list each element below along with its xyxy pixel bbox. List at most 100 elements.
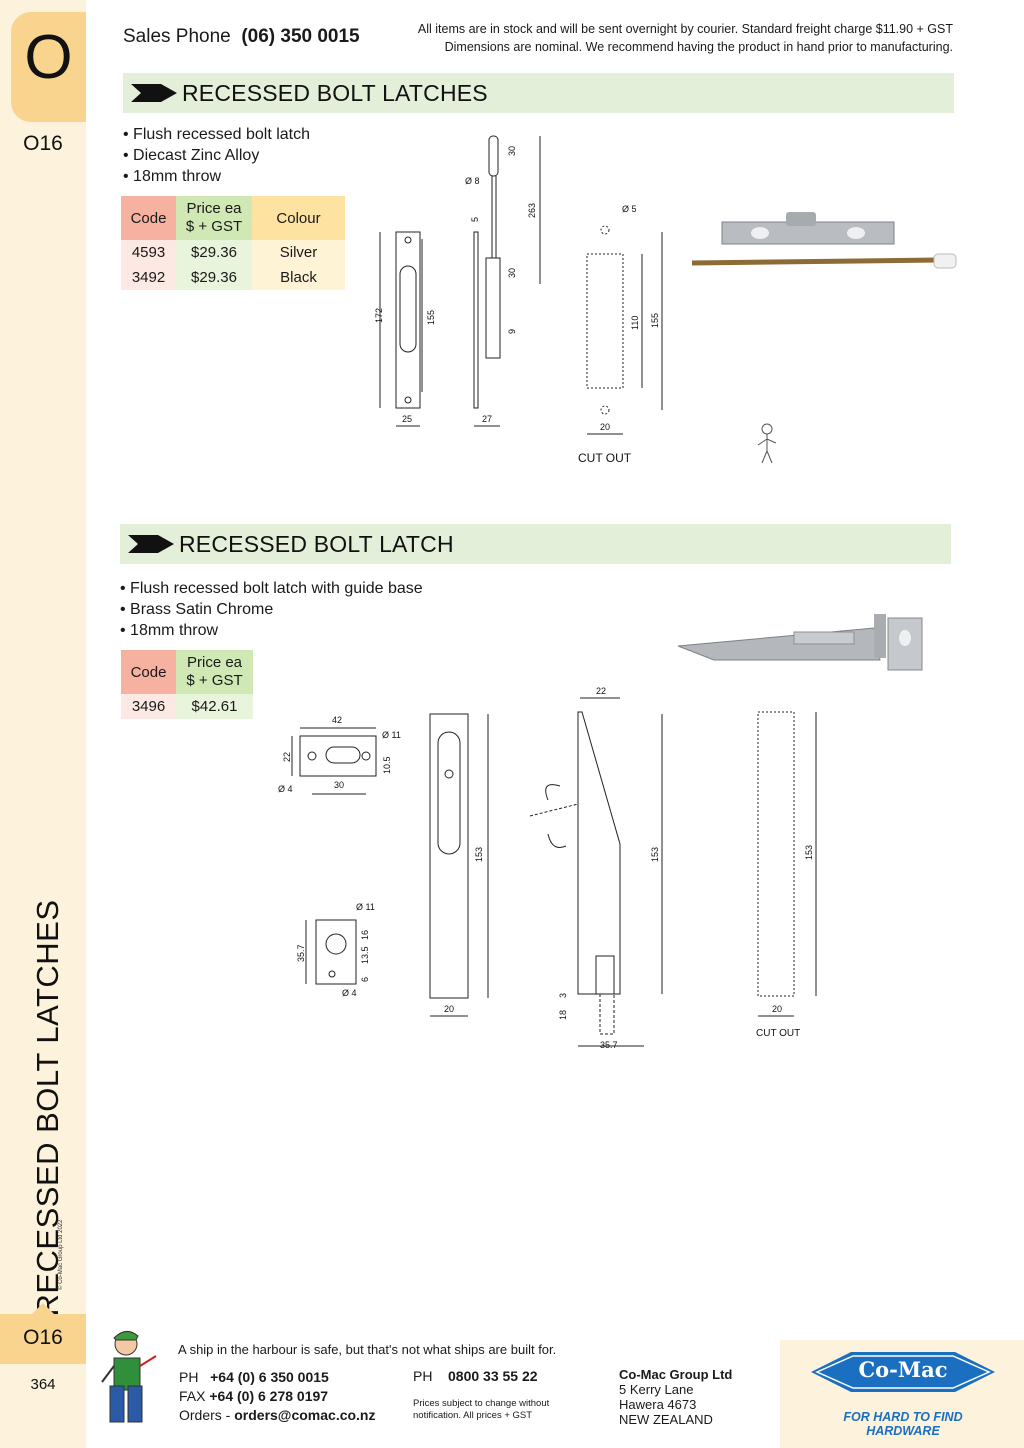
product-photo-1 — [691, 212, 957, 269]
feature-list-2: Flush recessed bolt latch with guide bas… — [120, 578, 423, 641]
tab-notch — [32, 1303, 54, 1314]
cell-price: $42.61 — [176, 694, 253, 719]
copyright-notice: © Co-Mac Group Ltd 2022 — [58, 1219, 64, 1290]
contact-block: PH +64 (0) 6 350 0015 FAX +64 (0) 6 278 … — [179, 1368, 376, 1425]
cell-price: $29.36 — [176, 265, 252, 290]
company-tagline: FOR HARD TO FIND HARDWARE — [843, 1410, 963, 1438]
dim-label: 42 — [332, 715, 342, 725]
section-title-2: RECESSED BOLT LATCH — [179, 531, 454, 557]
dim-label: 20 — [600, 422, 610, 432]
feature-list-1: Flush recessed bolt latch Diecast Zinc A… — [123, 124, 310, 187]
cut-out-outline — [757, 711, 795, 997]
orders-label: Orders - — [179, 1407, 231, 1423]
price-disclaimer: Prices subject to change without notific… — [413, 1398, 549, 1422]
dim-label: 153 — [474, 847, 484, 862]
page-number: 364 — [30, 1376, 56, 1393]
dim-label: 30 — [507, 146, 517, 156]
sales-phone-label: Sales Phone — [123, 26, 231, 47]
company-motto: A ship in the harbour is safe, but that'… — [178, 1342, 557, 1357]
section-letter: O — [24, 23, 73, 92]
page-code-tab — [0, 1314, 86, 1364]
freephone-number[interactable]: 0800 33 55 22 — [448, 1368, 538, 1384]
table-row: 3492 $29.36 Black — [121, 265, 345, 290]
dim-label: 155 — [650, 313, 660, 328]
col-header-code: Code — [121, 650, 176, 694]
company-name: Co-Mac Group Ltd — [619, 1367, 733, 1382]
latch-side-view — [577, 711, 621, 995]
price-header-line1: Price ea — [186, 200, 242, 217]
dim-label: 22 — [282, 752, 292, 762]
fax-label: FAX — [179, 1388, 206, 1404]
disclaimer-line: Prices subject to change without — [413, 1398, 550, 1409]
company-address: Co-Mac Group Ltd 5 Kerry Lane Hawera 467… — [619, 1367, 732, 1427]
feature-item: Flush recessed bolt latch with guide bas… — [120, 578, 423, 599]
dim-label: 263 — [527, 203, 537, 218]
table-row: 4593 $29.36 Silver — [121, 240, 345, 265]
address-line: Hawera 4673 — [619, 1397, 697, 1412]
dim-label: 6 — [360, 977, 370, 982]
price-header-line1: Price ea — [186, 654, 243, 671]
price-table-2: Code Price ea $ + GST 3496 $42.61 — [121, 650, 253, 719]
notice-line-1: All items are in stock and will be sent … — [417, 22, 953, 36]
disclaimer-line: notification. All prices + GST — [413, 1410, 533, 1421]
dim-label: Ø 5 — [622, 204, 637, 214]
logo-diamond-icon — [811, 1352, 995, 1392]
arrow-icon — [131, 84, 177, 102]
notice-line-2: Dimensions are nominal. We recommend hav… — [444, 40, 953, 54]
dim-label: 153 — [650, 847, 660, 862]
dim-label: 16 — [360, 930, 370, 940]
col-header-code: Code — [121, 196, 176, 240]
cell-code: 3492 — [121, 265, 176, 290]
address-line: NEW ZEALAND — [619, 1412, 713, 1427]
address-line: 5 Kerry Lane — [619, 1382, 694, 1397]
dim-label: 20 — [772, 1004, 782, 1014]
technical-drawing-1: 172 155 25 Ø 8 30 263 30 9 27 5 Ø 5 110 … — [374, 135, 663, 465]
feature-item: 18mm throw — [123, 166, 310, 187]
dim-label: Ø 4 — [278, 784, 293, 794]
dim-label: 22 — [596, 686, 606, 696]
col-header-colour: Colour — [252, 196, 345, 240]
cell-colour: Black — [252, 265, 345, 290]
dim-label: 27 — [482, 414, 492, 424]
dim-label: 9 — [507, 329, 517, 334]
cut-out-outline — [586, 253, 624, 389]
col-header-price: Price ea $ + GST — [176, 650, 253, 694]
sales-phone: Sales Phone (06) 350 0015 — [123, 26, 360, 48]
dim-label: 20 — [444, 1004, 454, 1014]
dim-label: 25 — [402, 414, 412, 424]
logo-text: Co-Mac — [858, 1357, 948, 1382]
section-header-1: RECESSED BOLT LATCHES — [123, 73, 954, 113]
technical-drawing-2: 42 Ø 11 22 10.5 Ø 4 30 Ø 11 35.7 16 13.5… — [278, 686, 817, 1050]
page-code-top: O16 — [23, 132, 63, 155]
freephone-label: PH — [413, 1368, 433, 1384]
price-header-line2: $ + GST — [186, 672, 243, 689]
section-tab: O — [11, 12, 86, 122]
latch-side-plate — [473, 231, 479, 409]
freephone: PH 0800 33 55 22 — [413, 1368, 538, 1384]
dim-label: 35.7 — [600, 1040, 618, 1050]
dim-label: Ø 4 — [342, 988, 357, 998]
dim-label: Ø 11 — [356, 902, 375, 912]
product-photo-2 — [677, 614, 923, 671]
price-header-line2: $ + GST — [185, 218, 243, 235]
shipping-notice: All items are in stock and will be sent … — [360, 20, 953, 56]
sales-phone-number[interactable]: (06) 350 0015 — [241, 26, 360, 47]
dim-label: 153 — [804, 845, 814, 860]
feature-item: Diecast Zinc Alloy — [123, 145, 310, 166]
strike-plate — [299, 735, 377, 777]
dim-label: Ø 8 — [465, 176, 480, 186]
cut-out-label: CUT OUT — [578, 451, 632, 465]
section-header-2: RECESSED BOLT LATCH — [120, 524, 951, 564]
phone-label: PH — [179, 1369, 199, 1385]
section-title-1: RECESSED BOLT LATCHES — [182, 80, 488, 106]
phone-number[interactable]: +64 (0) 6 350 0015 — [210, 1369, 329, 1385]
price-table-1: Code Price ea $ + GST Colour 4593 $29.36… — [121, 196, 345, 290]
arrow-icon — [128, 535, 174, 553]
bolt-tip — [488, 135, 499, 177]
sidebar — [0, 0, 86, 1448]
feature-item: Flush recessed bolt latch — [123, 124, 310, 145]
feature-item: Brass Satin Chrome — [120, 599, 423, 620]
orders-email[interactable]: orders@comac.co.nz — [234, 1407, 376, 1423]
comac-logo: Co-Mac — [811, 1346, 995, 1398]
dim-label: 18 — [558, 1010, 568, 1020]
